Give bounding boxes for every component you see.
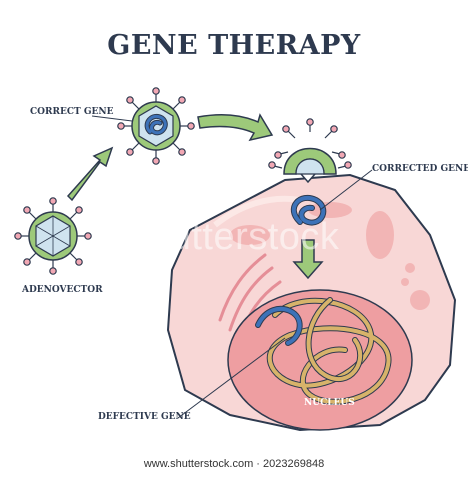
footer-bar: www.shutterstock.com · 2023269848 bbox=[0, 450, 468, 484]
defective-gene bbox=[255, 297, 392, 405]
adenovector-virus bbox=[14, 197, 92, 275]
label-correct-gene: CORRECT GENE bbox=[30, 107, 114, 117]
organelle bbox=[401, 278, 409, 286]
corrected-gene-coil bbox=[290, 195, 327, 226]
label-defective-gene: DEFECTIVE GENE bbox=[98, 412, 191, 422]
watermark-text: shutterstock bbox=[128, 216, 340, 258]
leader-defective-gene bbox=[177, 337, 286, 419]
page-title: GENE THERAPY bbox=[107, 30, 361, 61]
virus-docking bbox=[268, 118, 352, 175]
footer-url: www.shutterstock.com · 2023269848 bbox=[143, 458, 325, 470]
organelle bbox=[366, 211, 394, 259]
arrow-to-nucleus bbox=[292, 239, 324, 280]
organelle bbox=[405, 263, 415, 273]
label-nucleus: NUCLEUS bbox=[304, 398, 355, 408]
cell-highlight bbox=[213, 195, 301, 228]
virus-correct-gene bbox=[117, 87, 195, 165]
arrow-to-cell bbox=[197, 113, 274, 142]
label-adenovector: ADENOVECTOR bbox=[22, 285, 103, 295]
leader-corrected-gene bbox=[319, 169, 373, 211]
arrow-adenovector-up bbox=[66, 146, 114, 202]
organelle bbox=[230, 225, 270, 245]
label-corrected-gene: CORRECTED GENE bbox=[372, 164, 468, 174]
organelle bbox=[410, 290, 430, 310]
